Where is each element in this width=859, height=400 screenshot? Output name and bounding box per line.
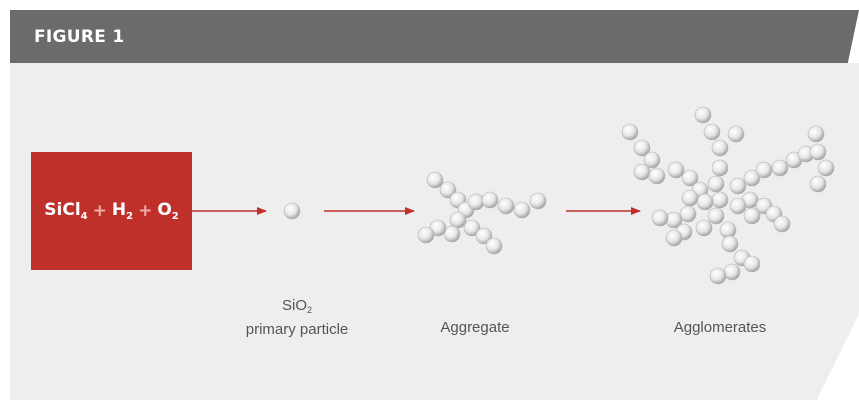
agglomerate-sphere [711, 159, 729, 177]
agglomerate-sphere [651, 209, 669, 227]
aggregate-sphere [485, 237, 503, 255]
aggregate-sphere [443, 225, 461, 243]
agglomerate-sphere [809, 175, 827, 193]
agglomerate-sphere [694, 106, 712, 124]
agglomerate-sphere [679, 205, 697, 223]
agglomerates-label: Agglomerates [673, 319, 767, 336]
figure-header [10, 10, 859, 63]
agglomerate-sphere [729, 177, 747, 195]
reaction-box: SiCl4 + H2 + O2 [31, 152, 192, 270]
aggregate-sphere [497, 197, 515, 215]
agglomerate-sphere [681, 169, 699, 187]
plus-sign-1: + [92, 201, 107, 221]
agglomerate-sphere [711, 139, 729, 157]
aggregate-cluster [417, 171, 547, 255]
primary-sphere [283, 202, 301, 220]
agglomerate-sphere [729, 197, 747, 215]
agglomerate-sphere [696, 193, 714, 211]
aggregate-sphere [439, 181, 457, 199]
agglomerate-sphere [707, 175, 725, 193]
aggregate-sphere [463, 219, 481, 237]
aggregate-sphere [529, 192, 547, 210]
aggregate-sphere [513, 201, 531, 219]
agglomerate-sphere [817, 159, 835, 177]
aggregate-sphere [417, 226, 435, 244]
agglomerate-sphere [773, 215, 791, 233]
reactant-o2: O2 [157, 200, 179, 222]
agglomerate-sphere [695, 219, 713, 237]
agglomerate-sphere [743, 169, 761, 187]
agglomerates-cluster [621, 106, 835, 285]
agglomerate-sphere [648, 167, 666, 185]
agglomerate-sphere [743, 255, 761, 273]
reactant-h2: H2 [111, 200, 134, 222]
header-corner-cut [847, 10, 859, 63]
agglomerate-sphere [709, 267, 727, 285]
agglomerate-sphere [643, 151, 661, 169]
primary-particle-sphere [283, 202, 301, 220]
agglomerate-sphere [633, 139, 651, 157]
agglomerate-sphere [743, 207, 761, 225]
primary-particle-caption: primary particle [245, 321, 349, 338]
reactant-sicl4: SiCl4 [44, 200, 88, 222]
aggregate-sphere [449, 211, 467, 229]
agglomerate-sphere [711, 191, 729, 209]
aggregate-sphere [475, 227, 493, 245]
agglomerate-sphere [721, 235, 739, 253]
agglomerate-sphere [667, 161, 685, 179]
agglomerate-sphere [723, 263, 741, 281]
aggregate-sphere [467, 193, 485, 211]
agglomerate-sphere [681, 189, 699, 207]
agglomerate-sphere [633, 163, 651, 181]
agglomerate-sphere [771, 159, 789, 177]
aggregate-sphere [481, 191, 499, 209]
agglomerate-sphere [727, 125, 745, 143]
figure-title: FIGURE 1 [34, 27, 125, 47]
agglomerate-sphere [755, 161, 773, 179]
agglomerate-sphere [807, 125, 825, 143]
aggregate-sphere [426, 171, 444, 189]
agglomerate-sphere [621, 123, 639, 141]
agglomerate-sphere [665, 229, 683, 247]
plus-sign-2: + [138, 201, 153, 221]
sio2-formula: SiO2 [281, 297, 313, 315]
agglomerate-sphere [703, 123, 721, 141]
agglomerate-sphere [809, 143, 827, 161]
agglomerate-sphere [719, 221, 737, 239]
primary-particle-label: SiO2 primary particle [232, 296, 362, 340]
aggregate-label: Aggregate [440, 319, 510, 336]
agglomerate-sphere [707, 207, 725, 225]
